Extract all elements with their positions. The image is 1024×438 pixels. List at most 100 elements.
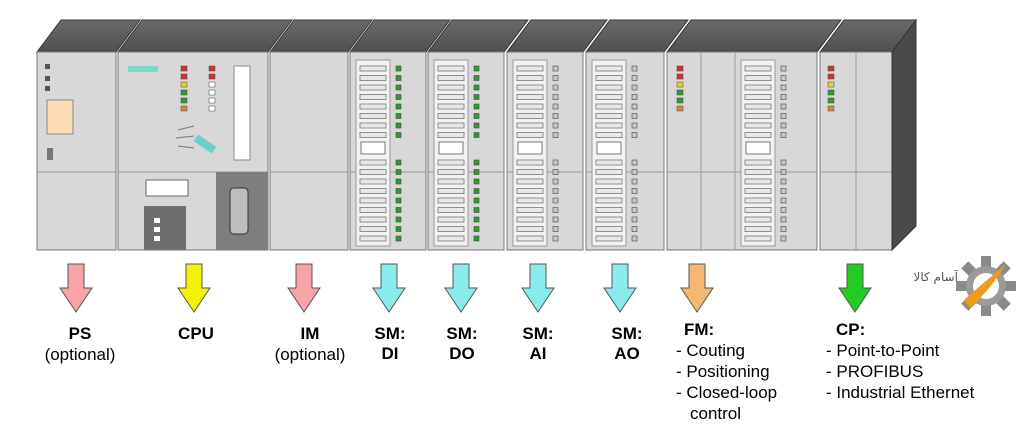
module-do-status-led <box>473 207 480 213</box>
module-do-channel-slot <box>437 178 465 185</box>
module-do-channel-slot <box>437 207 465 213</box>
arrow-cp <box>838 263 872 313</box>
module-cp-status-led <box>827 65 835 72</box>
module-fm-channel-slot <box>744 75 772 81</box>
module-do-channel-slot <box>437 75 465 81</box>
module-ai-status-led <box>552 84 559 91</box>
module-fm-channel-slot <box>744 65 772 72</box>
module-ai-status-led <box>552 169 559 175</box>
module-cpu-mpi-port <box>229 187 249 235</box>
module-fm-status-led <box>780 235 787 242</box>
module-di-channel-slot <box>359 122 387 129</box>
module-cpu-status-led <box>180 81 188 88</box>
module-fm-status-led <box>676 65 684 72</box>
module-fm-status-led <box>780 113 787 119</box>
module-cpu-status-led <box>180 89 188 96</box>
module-cpu-key-marks <box>175 125 195 149</box>
module-fm-channel-slot <box>744 159 772 166</box>
module-di-channel-slot <box>359 65 387 72</box>
module-cp <box>819 19 917 251</box>
module-ai-status-led <box>552 113 559 119</box>
module-ps <box>36 19 141 251</box>
module-fm-channel-slot <box>744 188 772 194</box>
module-do-status-led <box>473 188 480 194</box>
label-ps: PS (optional) <box>44 324 116 364</box>
module-do-status-led <box>473 103 480 110</box>
module-di-channel-slot <box>359 235 387 242</box>
module-ai-channel-slot <box>516 235 544 242</box>
module-ao-status-led <box>631 188 638 194</box>
arrow-ai <box>521 263 555 313</box>
module-ai-status-led <box>552 122 559 129</box>
module-do-channel-slot <box>437 226 465 232</box>
module-do-status-led <box>473 132 480 138</box>
module-fm-channel-slot <box>744 178 772 185</box>
module-cpu-status-led <box>208 105 216 112</box>
module-ao-channel-slot <box>595 75 623 81</box>
module-ao <box>585 19 689 251</box>
module-ai-channel-slot <box>516 84 544 91</box>
module-ao-status-led <box>631 65 638 72</box>
module-ao-status-led <box>631 113 638 119</box>
module-di-status-led <box>395 178 402 185</box>
module-ai-channel-slot <box>516 178 544 185</box>
module-im <box>269 19 373 251</box>
module-ai-channel-slot <box>516 188 544 194</box>
module-ai-channel-slot <box>516 94 544 100</box>
module-cpu-status-led <box>208 89 216 96</box>
module-ps-switch <box>45 64 50 69</box>
module-fm-channel-slot <box>744 103 772 110</box>
module-di-status-led <box>395 65 402 72</box>
module-do-status-led <box>473 113 480 119</box>
module-ai-status-led <box>552 178 559 185</box>
module-di-status-led <box>395 207 402 213</box>
module-cpu-status-led <box>208 81 216 88</box>
module-cpu-label-strip <box>233 65 251 161</box>
module-di-status-led <box>395 159 402 166</box>
module-ao-channel-slot <box>595 84 623 91</box>
module-di-channel-slot <box>359 188 387 194</box>
module-ao-channel-slot <box>595 94 623 100</box>
module-cpu-status-led <box>180 73 188 80</box>
module-fm-status-led <box>676 89 684 96</box>
module-ai-channel-slot <box>516 226 544 232</box>
module-ps-label-plate <box>46 99 74 135</box>
module-di-channel-slot <box>359 94 387 100</box>
module-di-channel-slot <box>359 84 387 91</box>
module-cpu <box>117 19 293 251</box>
module-di-status-led <box>395 188 402 194</box>
module-fm-channel-slot <box>744 113 772 119</box>
module-ao-channel-slot <box>595 197 623 204</box>
module-di-status-led <box>395 75 402 81</box>
module-ao-status-led <box>631 132 638 138</box>
module-fm-channel-slot <box>744 94 772 100</box>
module-ao-status-led <box>631 94 638 100</box>
arrow-ao <box>603 263 637 313</box>
module-ai <box>506 19 608 251</box>
module-do-channel-slot <box>437 65 465 72</box>
arrow-cpu <box>177 263 211 313</box>
module-ao-channel-slot <box>595 65 623 72</box>
gear-icon <box>956 256 1016 316</box>
module-fm-status-led <box>780 207 787 213</box>
module-di <box>349 19 451 251</box>
module-cpu-display <box>145 179 189 197</box>
module-cp-status-led <box>827 73 835 80</box>
module-fm-channel-slot <box>744 169 772 175</box>
module-fm-channel-slot <box>744 132 772 138</box>
module-ai-status-led <box>552 216 559 223</box>
module-do-channel-slot <box>437 122 465 129</box>
module-do-status-led <box>473 94 480 100</box>
module-cp-status-led <box>827 97 835 104</box>
module-di-channel-slot <box>359 132 387 138</box>
module-do-channel-slot <box>437 132 465 138</box>
module-ps-connector <box>47 148 53 160</box>
module-fm-status-led <box>780 132 787 138</box>
module-ao-status-led <box>631 169 638 175</box>
module-do-label-window <box>438 141 464 155</box>
module-fm-label-window <box>745 141 771 155</box>
module-ai-status-led <box>552 159 559 166</box>
module-ai-channel-slot <box>516 169 544 175</box>
module-di-channel-slot <box>359 75 387 81</box>
